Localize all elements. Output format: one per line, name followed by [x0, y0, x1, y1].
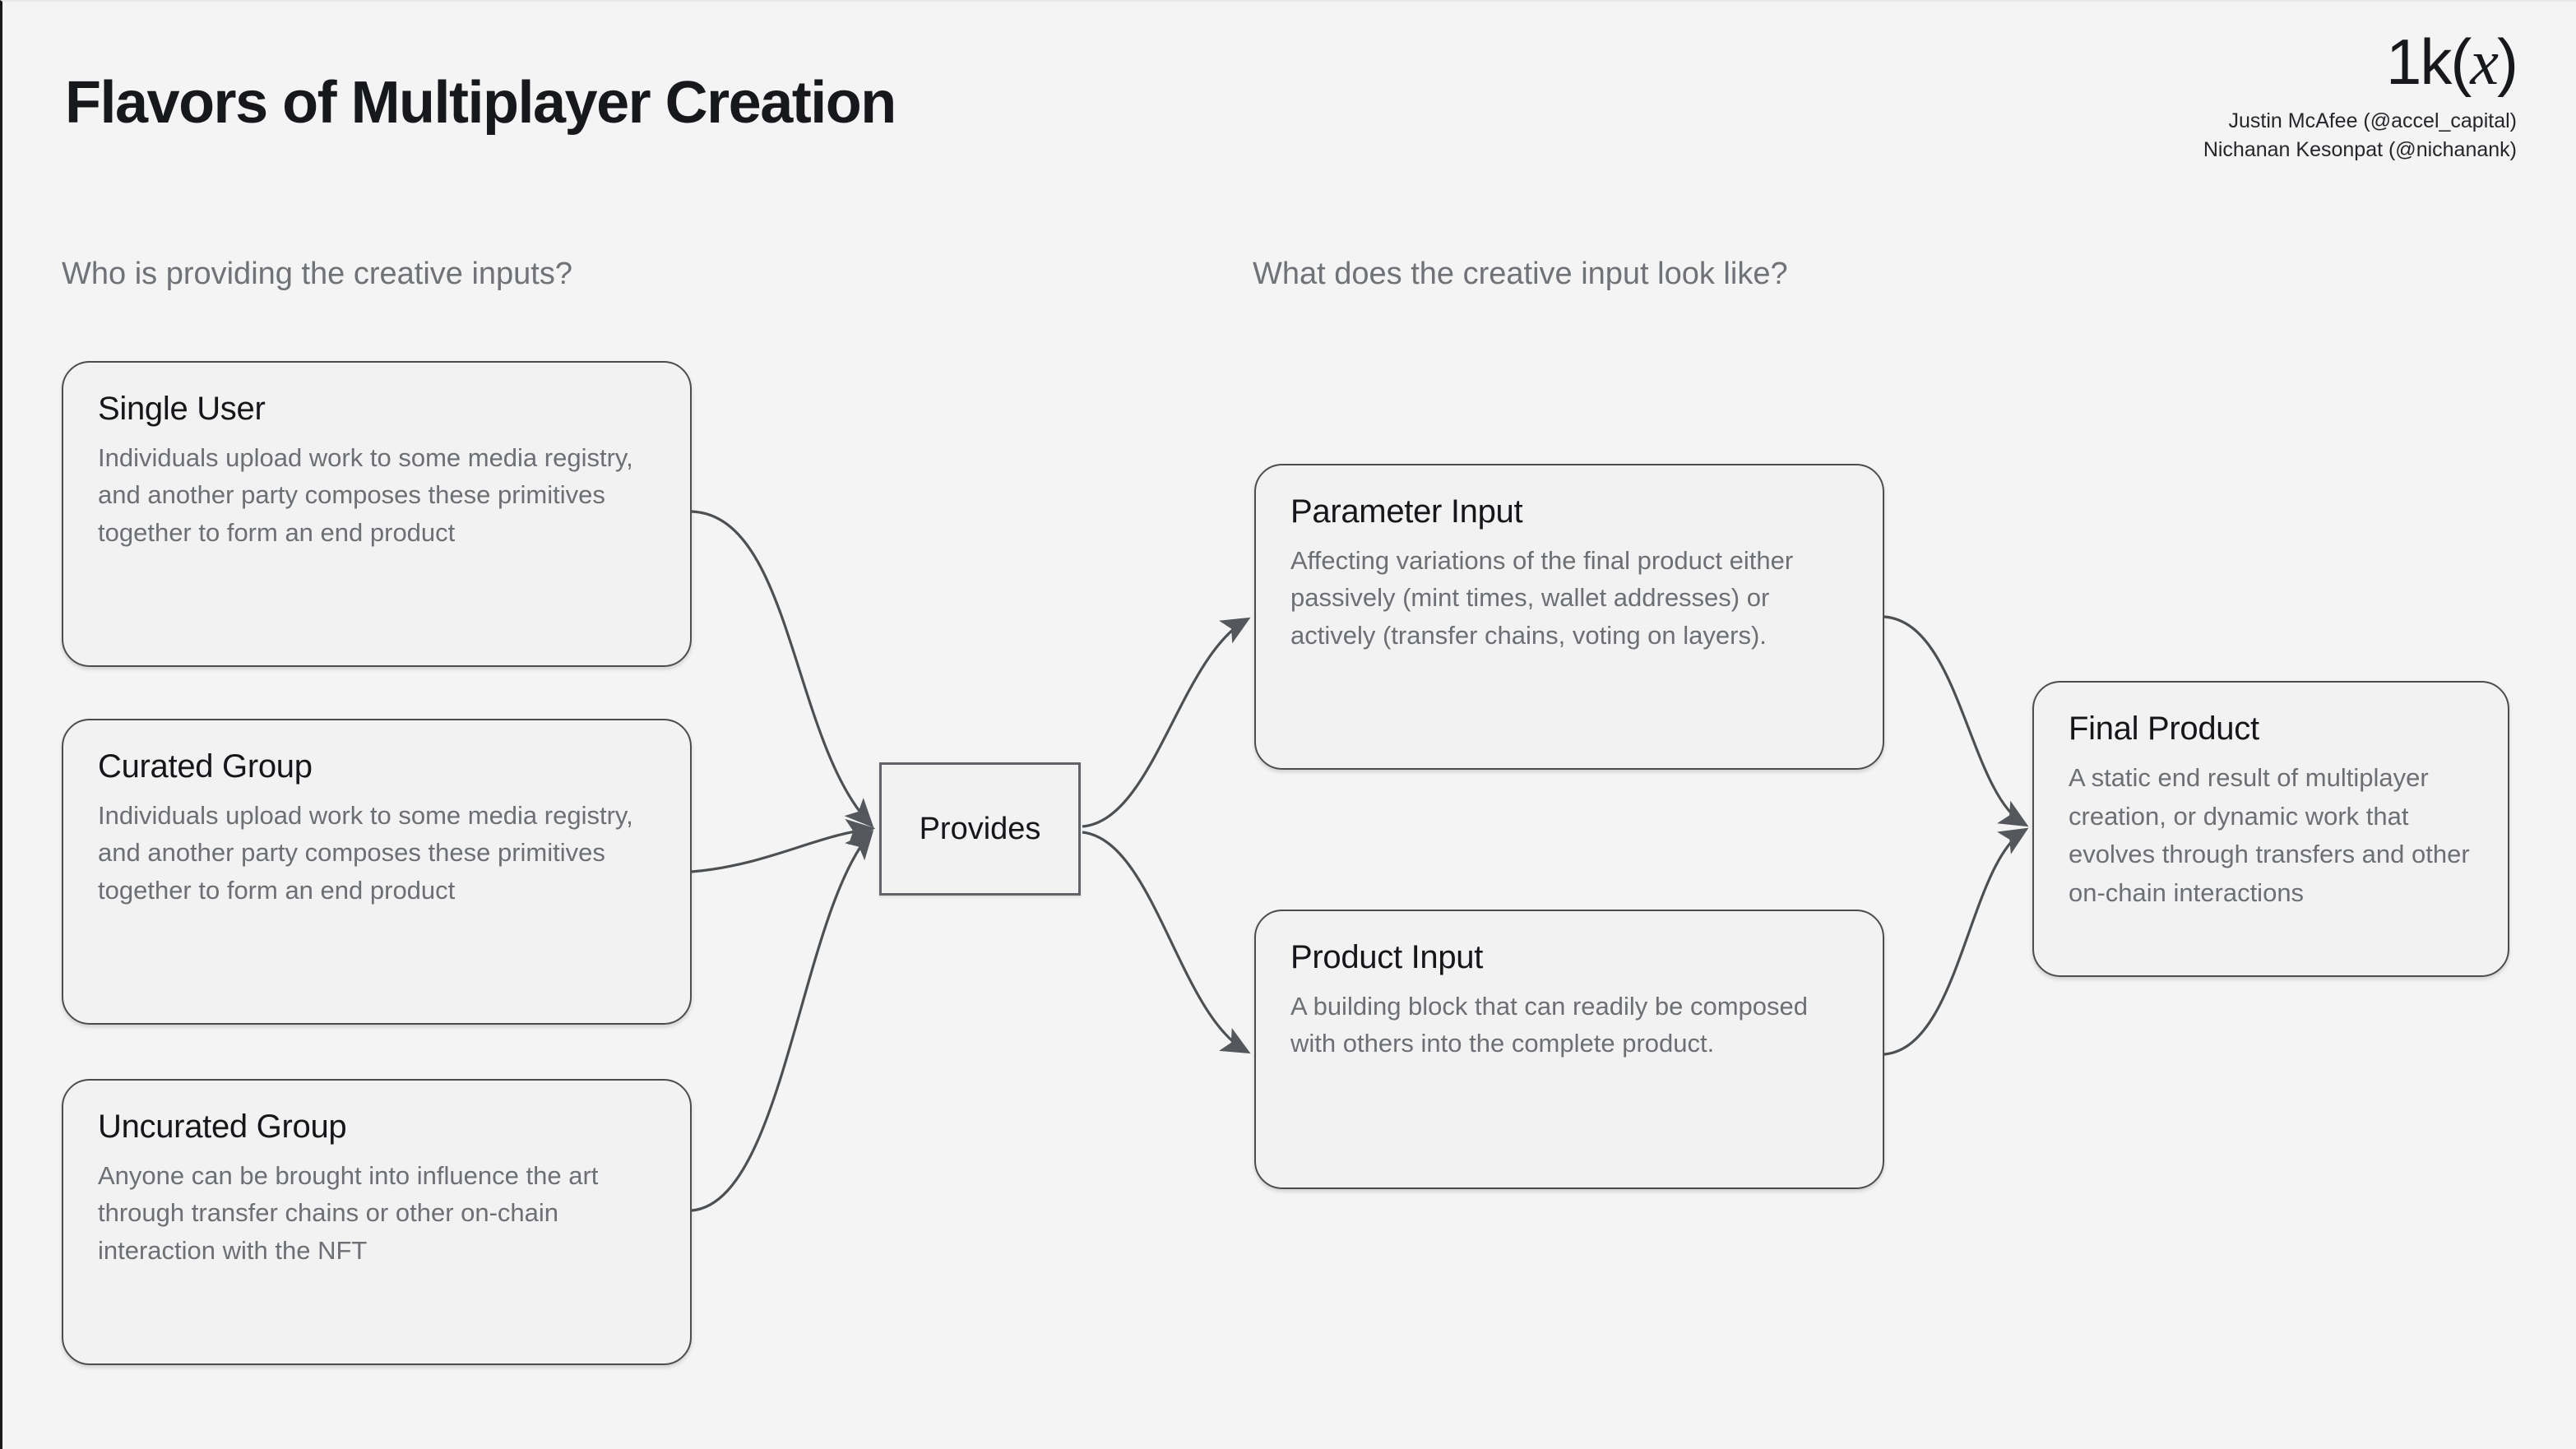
edge-parameter-input-to-final-product: [1883, 615, 2029, 827]
author-2: Nichanan Kesonpat (@nichanank): [2203, 138, 2517, 162]
column-question-right: What does the creative input look like?: [1253, 257, 1788, 291]
author-list: Justin McAfee (@accel_capital) Nichanan …: [2203, 107, 2517, 165]
node-uncurated-group[interactable]: Uncurated Group Anyone can be brought in…: [62, 1079, 692, 1365]
node-final-product[interactable]: Final Product A static end result of mul…: [2032, 681, 2509, 977]
page-title: Flavors of Multiplayer Creation: [65, 70, 897, 136]
node-uncurated-group-title: Uncurated Group: [98, 1109, 347, 1145]
edge-product-input-to-final-product: [1883, 827, 2029, 1056]
logo-prefix: 1k: [2386, 25, 2452, 98]
edge-provides-to-parameter-input: [1082, 617, 1251, 828]
edge-uncurated-group-to-provides: [691, 830, 874, 1212]
brand-block: 1k(x) Justin McAfee (@accel_capital) Nic…: [2203, 29, 2518, 165]
node-single-user[interactable]: Single User Individuals upload work to s…: [62, 361, 692, 667]
column-question-left: Who is providing the creative inputs?: [62, 257, 572, 291]
edge-provides-to-product-input: [1082, 831, 1251, 1054]
logo-1kx: 1k(x): [2203, 29, 2518, 95]
edge-curated-group-to-provides: [691, 818, 876, 873]
node-final-product-title: Final Product: [2069, 711, 2259, 747]
node-curated-group-title: Curated Group: [98, 748, 313, 785]
logo-close-paren: ): [2497, 25, 2518, 98]
node-provides-label: Provides: [919, 811, 1041, 846]
node-parameter-input[interactable]: Parameter Input Affecting variations of …: [1254, 464, 1884, 770]
node-product-input[interactable]: Product Input A building block that can …: [1254, 910, 1884, 1189]
edge-single-user-to-provides: [691, 510, 874, 828]
logo-x-variable: x: [2470, 26, 2499, 98]
node-product-input-description: A building block that can readily be com…: [1290, 992, 1809, 1058]
author-1: Justin McAfee (@accel_capital): [2228, 109, 2517, 132]
node-single-user-description: Individuals upload work to some media re…: [98, 443, 633, 547]
node-parameter-input-description: Affecting variations of the final produc…: [1290, 546, 1794, 650]
node-uncurated-group-description: Anyone can be brought into influence the…: [98, 1161, 599, 1265]
node-final-product-description: A static end result of multiplayer creat…: [2069, 763, 2470, 907]
node-curated-group-description: Individuals upload work to some media re…: [98, 801, 633, 905]
node-product-input-title: Product Input: [1290, 939, 1484, 975]
node-provides[interactable]: Provides: [879, 762, 1081, 896]
node-parameter-input-title: Parameter Input: [1290, 493, 1523, 530]
node-curated-group[interactable]: Curated Group Individuals upload work to…: [62, 719, 692, 1025]
node-single-user-title: Single User: [98, 391, 266, 427]
logo-open-paren: (: [2450, 25, 2472, 98]
